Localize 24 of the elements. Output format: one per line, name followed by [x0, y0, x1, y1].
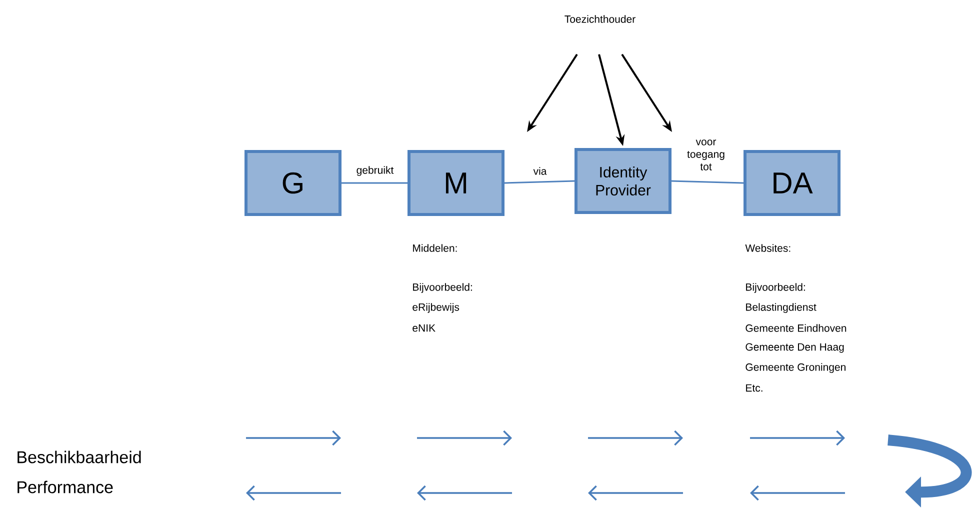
- note-text: Gemeente Den Haag: [746, 343, 844, 353]
- note-text: Gemeente Eindhoven: [746, 324, 846, 332]
- connector-line: [342, 182, 408, 184]
- note-text: Bijvoorbeeld:: [413, 283, 472, 293]
- note-text: Bijvoorbeeld:: [746, 283, 805, 293]
- note-text: eRijbewijs: [412, 303, 460, 313]
- entity-box: G: [244, 150, 342, 216]
- connector-line: [671, 180, 744, 184]
- note-text: Websites:: [745, 244, 790, 252]
- entity-box: DA: [744, 150, 840, 216]
- note-text: Gemeente Groningen: [746, 363, 846, 373]
- axis-label: Performance: [18, 480, 113, 494]
- entity-box: Identity Provider: [574, 148, 672, 214]
- edge-label: gebruikt: [355, 165, 395, 177]
- entity-box: M: [408, 150, 504, 216]
- connector-line: [504, 180, 575, 184]
- note-text: Belastingdienst: [746, 303, 816, 313]
- edge-label: via: [532, 166, 548, 176]
- note-text: Middelen:: [413, 244, 457, 252]
- axis-label: Beschikbaarheid: [18, 450, 141, 464]
- role-label: Toezichthouder: [564, 15, 636, 23]
- edge-label: voor toegang tot: [687, 140, 724, 170]
- note-text: eNIK: [412, 324, 436, 332]
- note-text: Etc.: [746, 384, 762, 392]
